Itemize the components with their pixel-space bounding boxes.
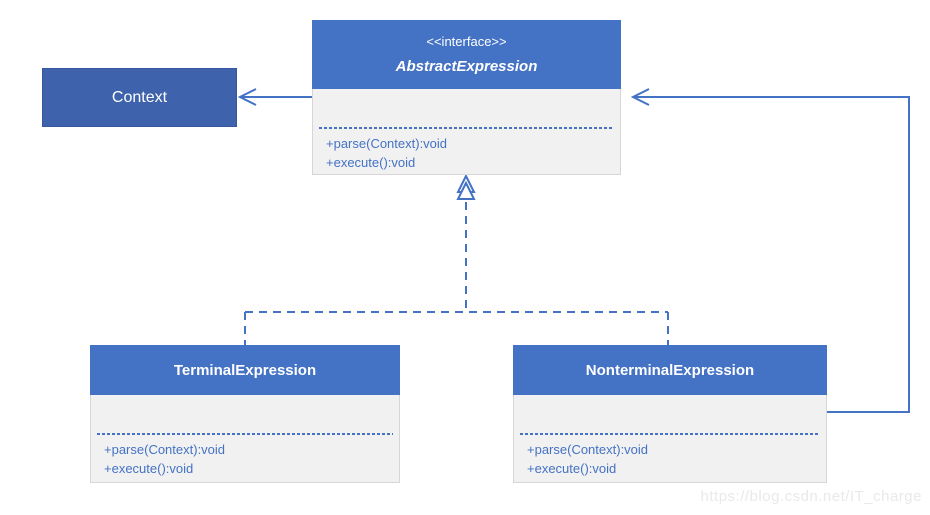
class-name: Context (111, 88, 168, 106)
method-execute: +execute():void (326, 155, 416, 170)
method-separator (97, 433, 393, 435)
method-separator (319, 127, 614, 129)
method-execute: +execute():void (104, 461, 194, 476)
interface-stereotype: <<interface>> (426, 34, 507, 49)
open-arrowhead-icon (237, 88, 257, 106)
class-box-context: Context (42, 68, 237, 127)
class-body: +parse(Context):void +execute():void (90, 395, 400, 483)
association-abstract-to-context (237, 88, 312, 106)
class-body: +parse(Context):void +execute():void (312, 89, 621, 175)
class-header: TerminalExpression (90, 345, 400, 395)
method-parse: +parse(Context):void (326, 136, 448, 151)
class-header: NonterminalExpression (513, 345, 827, 395)
class-name: TerminalExpression (173, 361, 317, 379)
class-name: NonterminalExpression (585, 361, 755, 379)
method-parse: +parse(Context):void (527, 442, 649, 457)
csdn-watermark: https://blog.csdn.net/IT_charge (700, 488, 922, 505)
association-nonterminal-to-abstract (630, 88, 910, 413)
class-header: <<interface>> AbstractExpression (312, 20, 621, 89)
class-box-nonterminal-expression: NonterminalExpression +parse(Context):vo… (513, 345, 827, 483)
open-arrowhead-icon (630, 88, 650, 106)
realization-dashed-lines (244, 202, 669, 345)
hollow-triangle-arrowhead-icon (456, 173, 476, 200)
method-parse: +parse(Context):void (104, 442, 226, 457)
method-separator (520, 433, 820, 435)
class-body: +parse(Context):void +execute():void (513, 395, 827, 483)
class-box-terminal-expression: TerminalExpression +parse(Context):void … (90, 345, 400, 483)
class-name: AbstractExpression (395, 58, 538, 75)
class-box-abstract-expression: <<interface>> AbstractExpression +parse(… (312, 20, 621, 175)
method-execute: +execute():void (527, 461, 617, 476)
